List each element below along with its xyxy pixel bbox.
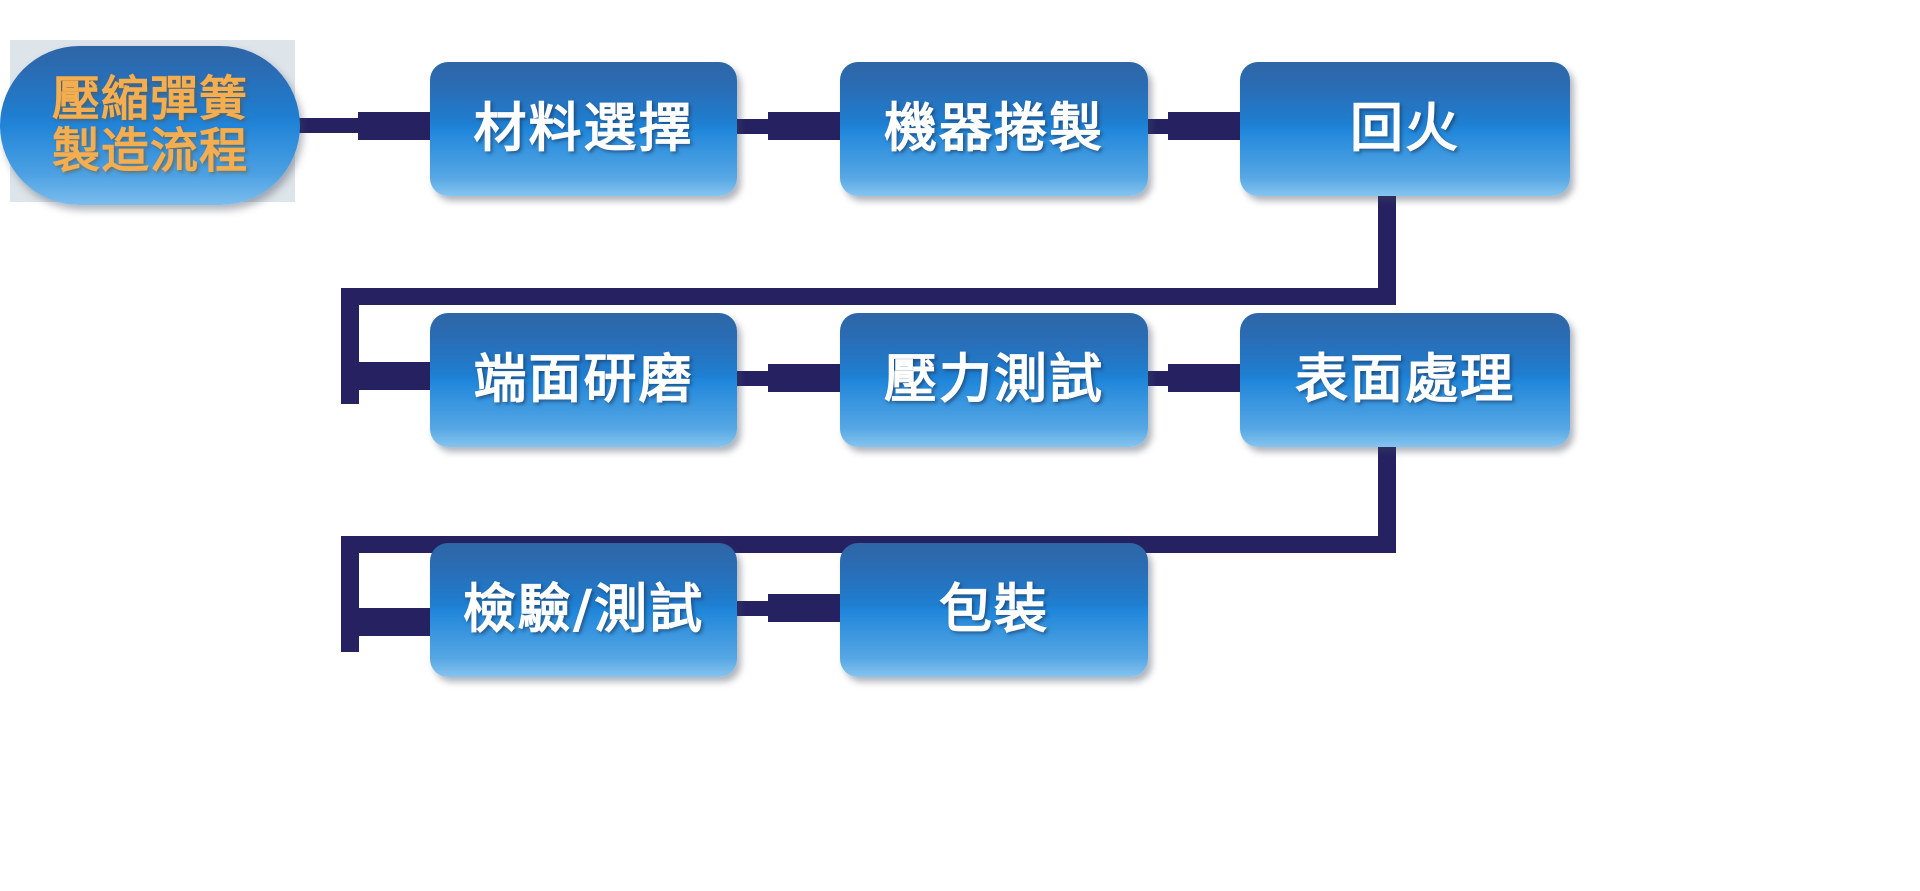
connector-title-to-material-line bbox=[296, 118, 364, 133]
node-label: 壓力測試 bbox=[884, 348, 1104, 410]
connector-title-to-material-arrow bbox=[358, 112, 434, 140]
node-machine-coiling[interactable]: 機器捲製 bbox=[840, 62, 1148, 196]
connector-tempering-down bbox=[1378, 190, 1396, 302]
title-node-label: 壓縮彈簧 製造流程 bbox=[51, 70, 248, 179]
node-label: 回火 bbox=[1350, 97, 1460, 159]
node-material-selection[interactable]: 材料選擇 bbox=[430, 62, 737, 196]
connector-row1-to-row2-horizontal bbox=[341, 288, 1396, 305]
node-packaging[interactable]: 包裝 bbox=[840, 543, 1148, 677]
connector-row2-entry-arrow bbox=[356, 362, 434, 390]
node-label: 包裝 bbox=[939, 578, 1049, 640]
node-inspection-testing[interactable]: 檢驗/測試 bbox=[430, 543, 737, 677]
connector-material-to-coiling-arrow bbox=[768, 112, 846, 140]
connector-row2-entry-down bbox=[341, 288, 359, 404]
node-label: 表面處理 bbox=[1295, 348, 1515, 410]
node-end-face-grinding[interactable]: 端面研磨 bbox=[430, 313, 737, 447]
title-node[interactable]: 壓縮彈簧 製造流程 bbox=[0, 46, 300, 205]
connector-coiling-to-tempering-arrow bbox=[1168, 112, 1246, 140]
connector-pressure-to-surface-arrow bbox=[1168, 364, 1246, 392]
connector-row3-entry-down bbox=[341, 536, 359, 652]
connector-row3-entry-arrow bbox=[356, 608, 434, 636]
node-label: 檢驗/測試 bbox=[462, 578, 705, 640]
connector-surface-down bbox=[1378, 440, 1396, 552]
node-pressure-testing[interactable]: 壓力測試 bbox=[840, 313, 1148, 447]
node-surface-treatment[interactable]: 表面處理 bbox=[1240, 313, 1570, 447]
connector-grinding-to-pressure-arrow bbox=[768, 364, 846, 392]
connector-inspection-to-packaging-arrow bbox=[768, 594, 846, 622]
node-tempering[interactable]: 回火 bbox=[1240, 62, 1570, 196]
node-label: 材料選擇 bbox=[473, 97, 694, 159]
node-label: 端面研磨 bbox=[473, 348, 694, 410]
node-label: 機器捲製 bbox=[884, 97, 1104, 159]
